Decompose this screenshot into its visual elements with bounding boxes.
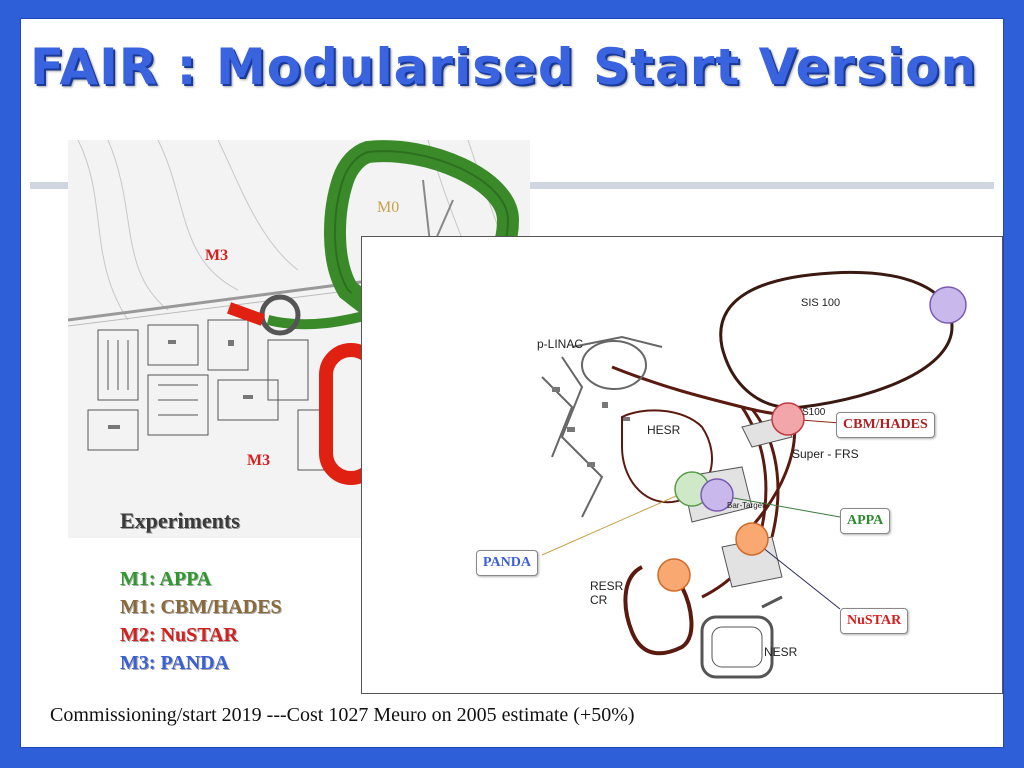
label-resr: RESR bbox=[590, 579, 624, 593]
label-p-linac: p-LINAC bbox=[537, 337, 584, 351]
callout-cbm-hades: CBM/HADES bbox=[836, 412, 935, 438]
cbm-hades-marker bbox=[771, 402, 805, 436]
divider-left bbox=[30, 182, 70, 189]
callout-panda: PANDA bbox=[476, 550, 538, 576]
nustar-marker-b bbox=[657, 558, 691, 592]
label-super-frs: Super - FRS bbox=[792, 447, 859, 461]
label-sis100: SIS 100 bbox=[801, 297, 841, 309]
experiment-cbm-hades: M1: CBM/HADES bbox=[120, 596, 282, 618]
label-m0: M0 bbox=[377, 199, 400, 216]
footer-note: Commissioning/start 2019 ---Cost 1027 Me… bbox=[50, 704, 635, 726]
label-m3-bottom: M3 bbox=[247, 452, 271, 469]
slide-title: FAIR : Modularised Start Version bbox=[30, 38, 978, 96]
label-nesr: NESR bbox=[764, 645, 798, 659]
experiment-appa: M1: APPA bbox=[120, 568, 212, 590]
label-m3-top: M3 bbox=[205, 247, 229, 264]
experiment-panda: M3: PANDA bbox=[120, 652, 230, 674]
appa-marker bbox=[700, 478, 734, 512]
schematic-drawing bbox=[541, 270, 967, 679]
experiment-nustar: M2: NuSTAR bbox=[120, 624, 238, 646]
sis100-marker bbox=[929, 286, 967, 324]
divider-right bbox=[528, 182, 994, 189]
callout-appa: APPA bbox=[840, 508, 891, 534]
label-bar-target: Bar-Target bbox=[727, 501, 765, 510]
label-cr: CR bbox=[590, 593, 608, 607]
callout-nustar: NuSTAR bbox=[840, 608, 909, 634]
experiments-heading: Experiments bbox=[120, 508, 240, 533]
label-hesr: HESR bbox=[647, 423, 681, 437]
label-s100: S100 bbox=[802, 407, 826, 418]
nustar-marker-a bbox=[735, 522, 769, 556]
accelerator-schematic: SIS 100 p-LINAC HESR S100 Super - FRS Ba… bbox=[361, 236, 1003, 694]
